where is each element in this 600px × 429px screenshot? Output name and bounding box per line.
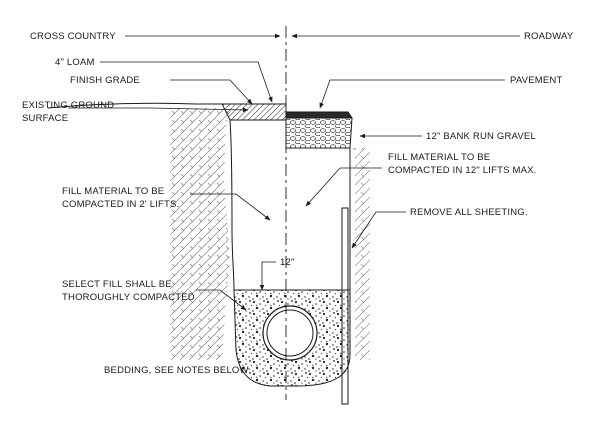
label-finish-grade: FINISH GRADE (70, 75, 140, 86)
pipe-icon (262, 305, 318, 361)
label-select-fill-2: THOROUGHLY COMPACTED (62, 292, 195, 303)
bank-run-gravel-layer (285, 117, 353, 149)
label-bedding: BEDDING, SEE NOTES BELOW (104, 365, 249, 376)
pavement-layer (285, 111, 353, 119)
label-existing-ground-2: SURFACE (22, 113, 68, 124)
label-fill-2-2: COMPACTED IN 2' LIFTS. (62, 199, 179, 210)
label-select-fill-1: SELECT FILL SHALL BE (62, 279, 172, 290)
soil-hatching-right (350, 148, 370, 360)
label-remove-sheeting: REMOVE ALL SHEETING. (410, 207, 528, 218)
label-dim-12: 12" (280, 257, 295, 268)
label-bank-run-gravel: 12" BANK RUN GRAVEL (426, 131, 536, 142)
label-roadway: ROADWAY (524, 31, 574, 42)
label-loam: 4" LOAM (55, 57, 95, 68)
label-pavement: PAVEMENT (510, 75, 562, 86)
label-fill-12-2: COMPACTED IN 12" LIFTS MAX. (388, 165, 536, 176)
label-cross-country: CROSS COUNTRY (30, 31, 116, 42)
trench-left-wall (229, 119, 235, 291)
label-fill-2-1: FILL MATERIAL TO BE (62, 186, 164, 197)
existing-ground-line (47, 102, 232, 109)
label-existing-ground-1: EXISTING GROUND (22, 100, 114, 111)
soil-hatching-left (170, 108, 232, 360)
label-fill-12-1: FILL MATERIAL TO BE (388, 152, 490, 163)
loam-layer (221, 103, 287, 121)
